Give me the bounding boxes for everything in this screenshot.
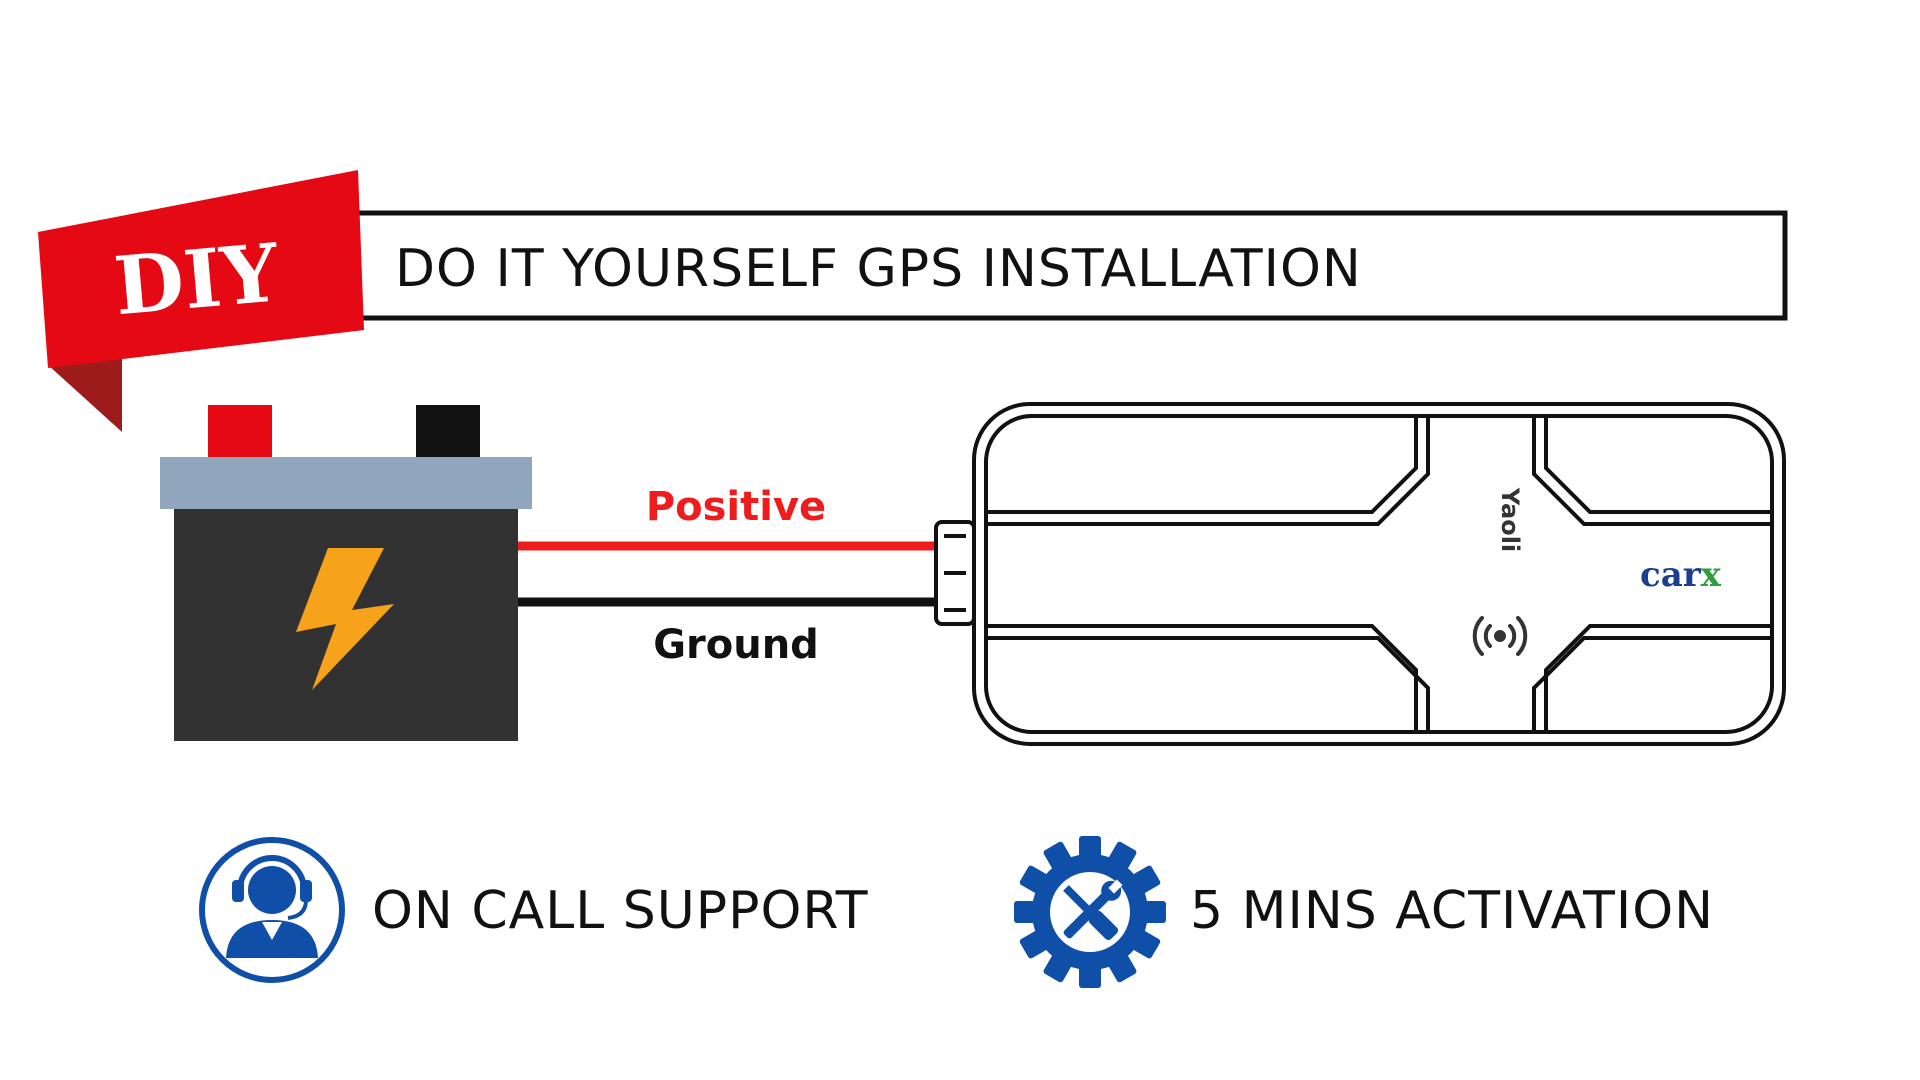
lightning-bolt-icon xyxy=(296,548,394,690)
gear-tools-icon xyxy=(1014,836,1166,988)
device-mark: Yaoli xyxy=(1496,487,1524,552)
device-markings: Yaoli carx xyxy=(1472,487,1722,656)
feature-activation-text: 5 MINS ACTIVATION xyxy=(1190,881,1714,941)
device-groove-bottom-left xyxy=(986,624,1418,732)
brand-accent-text: x xyxy=(1701,555,1722,595)
device-shell-outer xyxy=(972,402,1786,746)
title-text: DO IT YOURSELF GPS INSTALLATION xyxy=(395,239,1362,299)
brand-main-text: car xyxy=(1640,555,1702,595)
diy-badge: DIY xyxy=(38,170,364,432)
wires: Positive Ground xyxy=(518,484,936,668)
device-brand: carx xyxy=(1640,555,1722,595)
diy-badge-fold xyxy=(48,350,122,432)
device-groove-top-right xyxy=(1544,416,1772,514)
title-banner: DO IT YOURSELF GPS INSTALLATION xyxy=(342,210,1788,321)
headset-agent-icon xyxy=(199,837,345,983)
battery-terminal-negative xyxy=(416,405,480,457)
battery xyxy=(160,405,532,741)
ground-label: Ground xyxy=(653,622,819,668)
feature-activation: 5 MINS ACTIVATION xyxy=(1014,836,1714,988)
gps-device xyxy=(934,402,1786,746)
feature-support-text: ON CALL SUPPORT xyxy=(372,881,869,941)
signal-icon xyxy=(1472,616,1528,656)
battery-terminal-positive xyxy=(208,405,272,457)
device-shell-inner xyxy=(984,414,1774,734)
diy-badge-text: DIY xyxy=(111,225,283,333)
battery-lid xyxy=(160,457,532,509)
feature-support: ON CALL SUPPORT xyxy=(199,837,869,983)
diy-badge-ribbon xyxy=(38,170,364,368)
device-groove-bottom-right xyxy=(1544,624,1772,732)
device-groove-top-left xyxy=(986,416,1418,514)
positive-label: Positive xyxy=(646,484,826,530)
